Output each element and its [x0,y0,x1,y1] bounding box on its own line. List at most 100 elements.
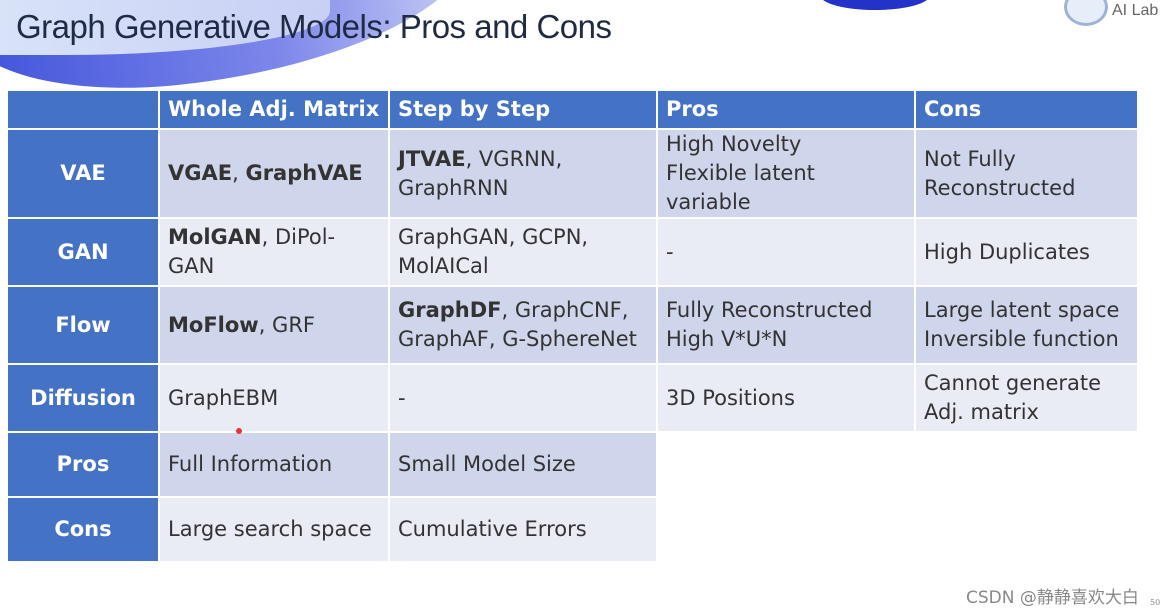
cell-line: Inversible function [924,325,1129,354]
cell-line: Cannot generate [924,369,1129,398]
cell-text: High V*U*N [666,327,788,351]
cell-line: Fully Reconstructed [666,296,906,325]
cell-line: Full Information [168,450,380,479]
row-header: Diffusion [8,365,158,431]
cell-text: Not Fully [924,146,1016,171]
cell-line: JTVAE, VGRNN, [398,145,648,174]
lab-logo-text: AI Lab [1112,2,1159,19]
page-number: 50 [1150,598,1161,607]
cell-text: - [666,239,674,264]
cell-line: Cumulative Errors [398,515,648,544]
cell-line: MolGAN, DiPol- [168,223,380,252]
cell-text: , DiPol- [261,225,336,249]
cell-text: GraphVAE [245,161,363,185]
cell-text: MolAICal [398,254,489,278]
cell-line: VGAE, GraphVAE [168,159,380,188]
cell-text: Cumulative Errors [398,517,587,541]
cell-line: High Duplicates [924,238,1129,267]
column-header: Step by Step [390,91,656,128]
table-cell: JTVAE, VGRNN,GraphRNN [390,130,656,217]
column-header: Pros [658,91,914,128]
column-header: Whole Adj. Matrix [160,91,388,128]
cell-text: Full Information [168,452,333,476]
cell-text: , [232,161,246,185]
cell-text: Flexible latent variable [666,161,815,214]
cell-line: Small Model Size [398,450,648,479]
table-cell: - [658,219,914,285]
table-row: Diffusion GraphEBM- 3D Positions Cannot gen… [8,365,1137,431]
row-header: GAN [8,219,158,285]
table-cell: Small Model Size [390,433,656,496]
cell-text: Large search space [168,517,372,541]
cell-text: , VGRNN, [465,146,563,171]
cell-line: Reconstructed [924,174,1129,203]
cell-line: - [398,384,648,413]
cell-text: , GraphCNF, [501,298,629,322]
cursor-pointer-dot [236,428,242,434]
cell-line: Flexible latent variable [666,159,906,217]
cell-line: Adj. matrix [924,398,1129,427]
lab-logo-icon [1064,0,1108,26]
table-cell: 3D Positions [658,365,914,431]
cell-text: MolGAN [168,225,262,249]
column-header [8,91,158,128]
cell-text: Adj. matrix [924,400,1039,424]
cell-line: GAN [168,252,380,281]
table-row: Pros Full Information Small Model Size [8,433,1137,496]
cell-text: , GRF [258,312,315,337]
row-header: Cons [8,498,158,561]
table-cell: GraphEBM [160,365,388,431]
cell-text: MoFlow [168,312,259,337]
table-cell: Cumulative Errors [390,498,656,561]
cell-text: High Duplicates [924,239,1090,264]
table-row: Flow MoFlow, GRF GraphDF, GraphCNF, GraphAF… [8,287,1137,363]
cell-line: Large latent space [924,296,1129,325]
cell-line: GraphEBM [168,384,380,413]
cell-line: - [666,238,906,267]
cell-text: Large latent space [924,298,1120,322]
cell-text: Reconstructed [924,175,1076,200]
cell-text: GAN [168,254,215,278]
table-cell: MolGAN, DiPol-GAN [160,219,388,285]
column-header: Cons [916,91,1137,128]
row-header: Pros [8,433,158,496]
row-header: Flow [8,287,158,363]
cell-text: Cannot generate [924,371,1102,395]
slide-title: Graph Generative Models: Pros and Cons [16,8,612,45]
table-row: Cons Large search space Cumulative Errors [8,498,1137,561]
cell-line: 3D Positions [666,384,906,413]
table-cell: Large search space [160,498,388,561]
table-cell: Full Information [160,433,388,496]
cell-line: MoFlow, GRF [168,311,380,340]
cell-text: High Novelty [666,132,802,156]
cell-line: GraphGAN, GCPN, [398,223,648,252]
cell-line: High Novelty [666,130,906,159]
cell-text: Small Model Size [398,452,576,476]
cell-text: Inversible function [924,327,1119,351]
cell-text: Fully Reconstructed [666,298,873,322]
cell-text: GraphDF [398,298,502,322]
cell-text: - [398,385,406,410]
header-decoration-top [820,0,930,10]
cell-text: GraphAF, G-SphereNet [398,327,637,351]
cell-text: 3D Positions [666,385,795,410]
cell-line: Large search space [168,515,380,544]
cell-text: GraphGAN, GCPN, [398,225,589,249]
row-header: VAE [8,130,158,217]
cell-text: VGAE [168,161,233,185]
table-cell: MoFlow, GRF [160,287,388,363]
cell-line: Not Fully [924,145,1129,174]
table-cell: GraphGAN, GCPN, MolAICal [390,219,656,285]
watermark: CSDN @静静喜欢大白 [966,588,1139,608]
cell-line: GraphRNN [398,174,648,203]
cell-line: MolAICal [398,252,648,281]
cell-line: High V*U*N [666,325,906,354]
